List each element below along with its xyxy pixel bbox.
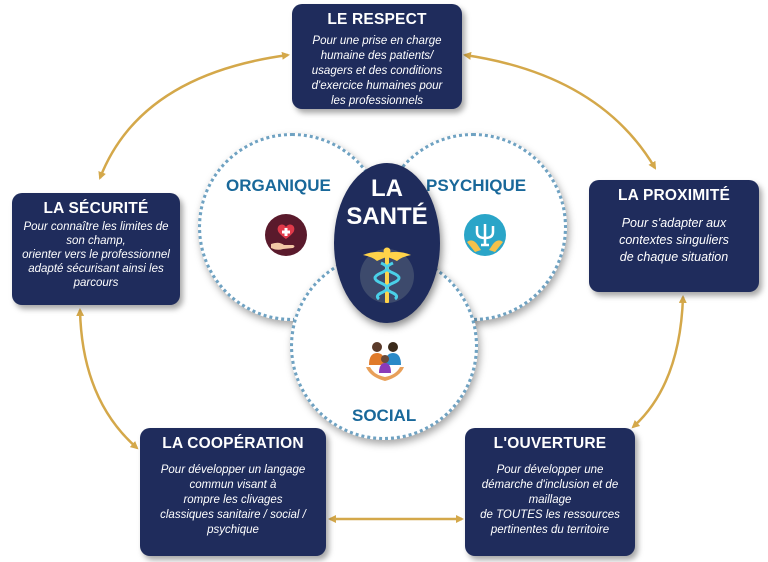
- label-organique: ORGANIQUE: [226, 176, 331, 195]
- psi-hands-icon: [464, 214, 506, 256]
- box-securite: LA SÉCURITÉ Pour connaître les limites d…: [12, 193, 180, 305]
- center-title-line1: LA: [371, 175, 403, 202]
- box-ouverture-title: L'OUVERTURE: [493, 435, 607, 452]
- box-cooperation: LA COOPÉRATION Pour développer un langag…: [140, 428, 326, 556]
- box-proximite-title: LA PROXIMITÉ: [617, 187, 731, 204]
- box-proximite-desc: Pour s'adapter aux contextes singuliers …: [619, 216, 729, 264]
- label-psychique: PSYCHIQUE: [426, 176, 527, 195]
- heart-hand-icon: [265, 214, 307, 256]
- box-cooperation-title: LA COOPÉRATION: [162, 435, 304, 452]
- label-social: SOCIAL: [352, 406, 417, 425]
- box-respect: LE RESPECT Pour une prise en charge huma…: [292, 4, 462, 109]
- arrow-respect-proximite: [463, 51, 657, 170]
- box-securite-title: LA SÉCURITÉ: [43, 200, 149, 217]
- box-cooperation-desc: Pour développer un langage commun visant…: [160, 464, 306, 536]
- box-respect-title: LE RESPECT: [327, 11, 427, 28]
- box-ouverture: L'OUVERTURE Pour développer une démarche…: [465, 428, 635, 556]
- center-title-line2: SANTÉ: [346, 203, 428, 230]
- box-securite-desc: Pour connaître les limites de son champ,…: [22, 221, 170, 289]
- arrow-proximite-ouverture: [631, 295, 687, 429]
- arrow-cooperation-securite: [76, 308, 139, 450]
- caduceus-icon: [360, 247, 414, 303]
- center-sante: LA SANTÉ: [334, 163, 440, 323]
- box-respect-desc: Pour une prise en charge humaine des pat…: [311, 35, 443, 107]
- family-icon: [366, 342, 404, 381]
- box-proximite: LA PROXIMITÉ Pour s'adapter aux contexte…: [589, 180, 759, 292]
- box-ouverture-desc: Pour développer une démarche d'inclusion…: [480, 464, 620, 536]
- arrow-securite-respect: [98, 51, 290, 180]
